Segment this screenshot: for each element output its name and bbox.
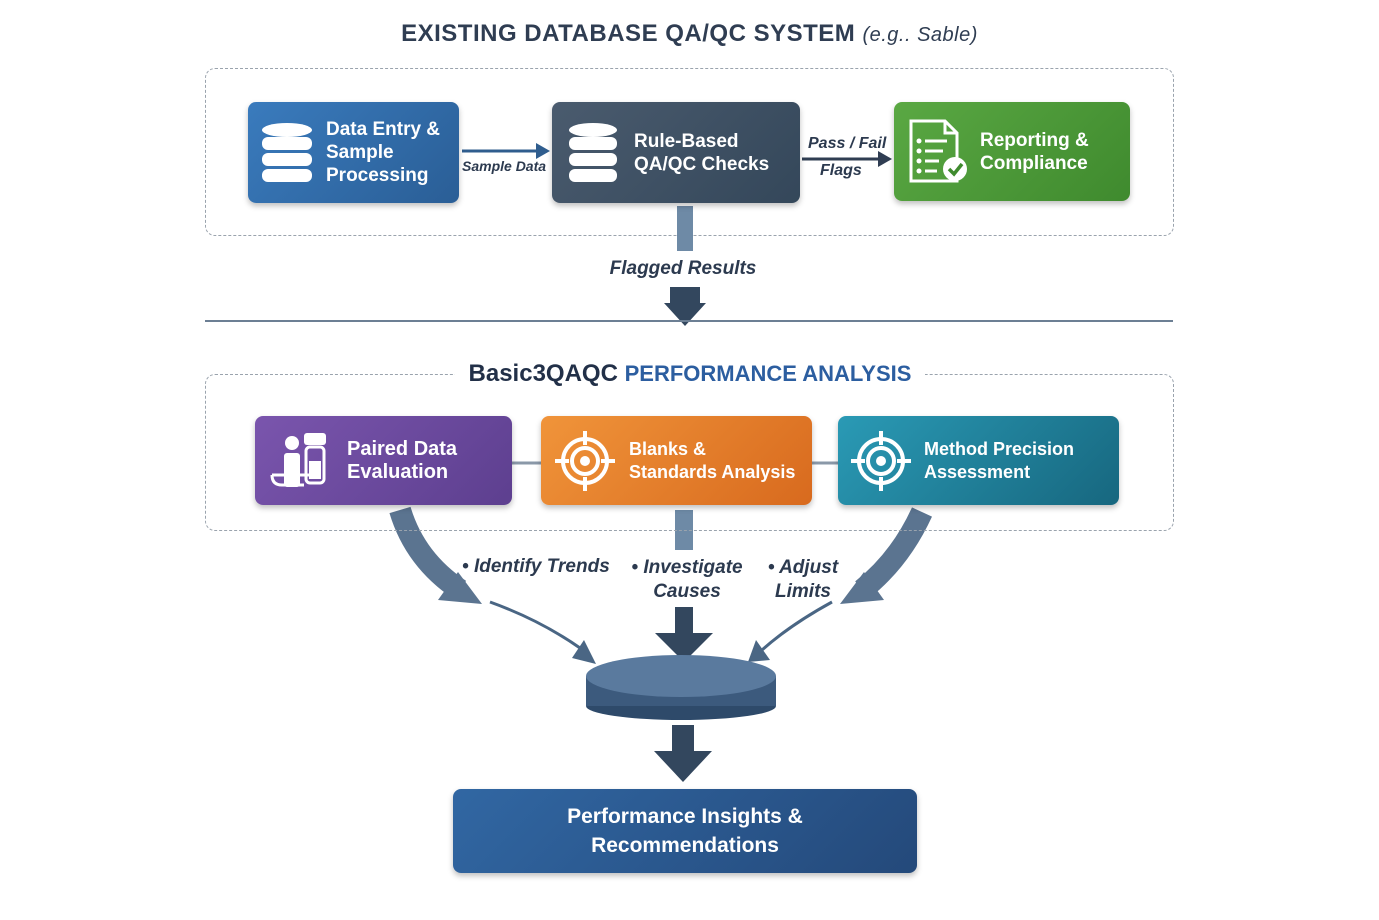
rule-based-label: Rule-Based QA/QC Checks: [634, 130, 770, 175]
identify-trends-text: Identify Trends: [473, 556, 610, 577]
data-entry-box: Data Entry & Sample Processing: [248, 102, 459, 203]
analysis-title-main: Basic3QAQC: [468, 360, 618, 387]
identify-trends-label: • Identify Trends: [462, 556, 610, 577]
pass-fail-label: Pass / Fail: [808, 135, 887, 152]
analysis-title: Basic3QAQC PERFORMANCE ANALYSIS: [455, 360, 925, 388]
title-main: EXISTING DATABASE QA/QC SYSTEM: [401, 20, 856, 47]
blanks-box: Blanks & Standards Analysis: [541, 416, 812, 505]
bottom-down-arrow: [654, 725, 712, 782]
collector-disc: [586, 655, 776, 720]
analysis-title-accent: PERFORMANCE ANALYSIS: [624, 361, 912, 386]
target-icon: [838, 429, 924, 493]
reporting-label: Reporting & Compliance: [980, 129, 1089, 174]
reporting-box: Reporting & Compliance: [894, 102, 1130, 201]
flagged-results-label: Flagged Results: [609, 258, 757, 279]
adjust-limits-text: Adjust Limits: [775, 557, 839, 602]
paired-data-label: Paired Data Evaluation: [347, 437, 458, 483]
database-icon: [552, 122, 634, 184]
investigate-causes-label: • Investigate Causes: [631, 557, 743, 602]
center-down-arrow: [655, 510, 713, 662]
paired-data-box: Paired Data Evaluation: [255, 416, 512, 505]
performance-insights-label: Performance Insights & Recommendations: [567, 805, 803, 857]
data-entry-label: Data Entry & Sample Processing: [326, 119, 441, 186]
paired-samples-icon: [255, 431, 347, 491]
adjust-limits-label: • Adjust Limits: [767, 557, 839, 602]
investigate-causes-text: Investigate Causes: [643, 557, 743, 602]
diagram-title: EXISTING DATABASE QA/QC SYSTEM (e.g.. Sa…: [0, 20, 1379, 48]
target-icon: [541, 429, 629, 493]
method-precision-box: Method Precision Assessment: [838, 416, 1119, 505]
method-precision-label: Method Precision Assessment: [924, 438, 1075, 482]
flags-label: Flags: [820, 162, 862, 179]
flagged-stem: [677, 206, 693, 251]
performance-insights-box: Performance Insights & Recommendations: [453, 789, 917, 873]
checklist-icon: [894, 119, 980, 185]
pass-fail-arrow: [802, 151, 892, 167]
rule-based-box: Rule-Based QA/QC Checks: [552, 102, 800, 203]
database-icon: [248, 122, 326, 184]
title-sub: (e.g.. Sable): [862, 24, 978, 46]
left-curved-arrow: [389, 506, 596, 664]
sample-data-arrow: [462, 143, 550, 159]
right-curved-arrow: [748, 507, 932, 662]
sample-data-label: Sample Data: [462, 158, 547, 174]
flagged-arrowhead: [664, 287, 706, 326]
blanks-label: Blanks & Standards Analysis: [629, 438, 796, 482]
